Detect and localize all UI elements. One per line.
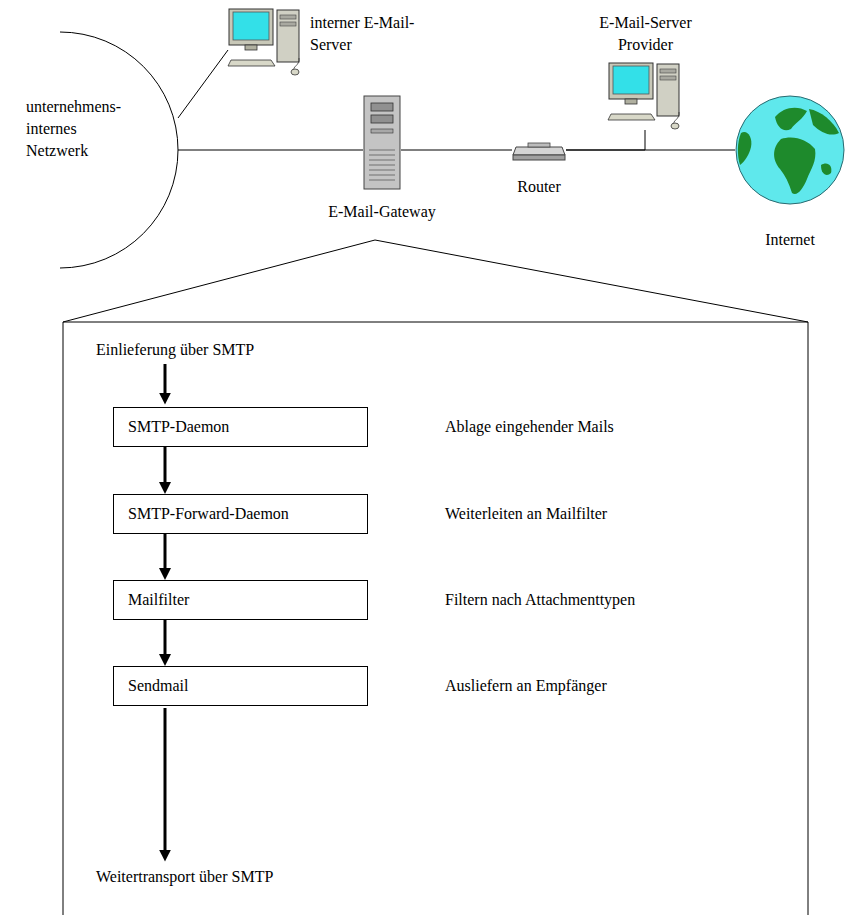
network-link bbox=[178, 150, 363, 151]
drive-bay bbox=[660, 76, 676, 80]
drive-bay bbox=[371, 115, 393, 123]
flow-arrow bbox=[164, 620, 167, 656]
router-device-icon bbox=[512, 141, 566, 161]
step-description: Ausliefern an Empfänger bbox=[445, 675, 607, 697]
node-label: Internet bbox=[765, 229, 815, 251]
node-label: E-Mail-Gateway bbox=[328, 201, 436, 223]
process-box: Sendmail bbox=[113, 666, 368, 706]
mouse bbox=[671, 123, 679, 129]
box-label: Mailfilter bbox=[128, 589, 189, 611]
network-region: unternehmens- internes Netzwerk bbox=[0, 32, 178, 268]
router-top bbox=[513, 147, 565, 155]
vent-line bbox=[369, 175, 395, 176]
keyboard bbox=[608, 114, 655, 120]
flow-arrow bbox=[164, 534, 167, 570]
step-description: Weiterleiten an Mailfilter bbox=[445, 503, 607, 525]
text-holder: Internet bbox=[765, 229, 815, 251]
server-computer: interner E-Mail-Server bbox=[228, 8, 303, 73]
network-link bbox=[178, 50, 228, 118]
internet-globe-icon bbox=[735, 95, 845, 205]
text-holder: interner E-Mail-Server bbox=[310, 12, 422, 56]
monitor-screen bbox=[233, 12, 269, 40]
server-computer-icon bbox=[228, 8, 303, 73]
step-description: Ablage eingehender Mails bbox=[445, 416, 614, 438]
text-holder: Router bbox=[517, 176, 561, 198]
monitor-frame bbox=[229, 9, 273, 45]
zoom-line bbox=[63, 240, 375, 322]
mouse bbox=[291, 69, 299, 75]
continent bbox=[738, 132, 752, 165]
entry-arrow bbox=[164, 364, 167, 395]
pc-tower bbox=[277, 10, 299, 62]
exit-arrow bbox=[164, 708, 167, 852]
continent bbox=[774, 137, 815, 194]
box-label: Sendmail bbox=[128, 675, 188, 697]
drive-bay bbox=[371, 103, 393, 111]
monitor-stand bbox=[625, 99, 637, 104]
detail-frame bbox=[63, 322, 808, 915]
process-box: Mailfilter bbox=[113, 580, 368, 620]
vent-line bbox=[369, 160, 395, 161]
network-link bbox=[566, 130, 645, 150]
process-box: SMTP-Daemon bbox=[113, 407, 368, 447]
router-panel bbox=[528, 143, 550, 147]
text-holder: Mailfilter bbox=[128, 589, 189, 611]
vent-line bbox=[369, 150, 395, 151]
flow-arrow bbox=[164, 447, 167, 484]
text-holder: Sendmail bbox=[128, 675, 188, 697]
gateway-server-icon bbox=[363, 95, 401, 190]
pc-tower bbox=[657, 64, 679, 116]
router-front bbox=[513, 155, 565, 160]
text-holder: unternehmens- internes Netzwerk bbox=[26, 96, 138, 162]
monitor-screen bbox=[613, 66, 649, 94]
monitor-frame bbox=[609, 63, 653, 99]
drive-bay bbox=[280, 22, 296, 26]
output-label: Weitertransport über SMTP bbox=[96, 866, 273, 888]
drive-slot bbox=[371, 129, 393, 133]
drive-bay bbox=[280, 15, 296, 19]
node-label: unternehmens- internes Netzwerk bbox=[26, 96, 138, 162]
continent bbox=[821, 163, 831, 175]
drive-bay bbox=[660, 69, 676, 73]
text-holder: SMTP-Daemon bbox=[128, 416, 229, 438]
monitor-stand bbox=[245, 45, 257, 50]
router-device: Router bbox=[512, 141, 566, 161]
tower-case bbox=[364, 96, 400, 189]
continent bbox=[775, 108, 807, 131]
keyboard bbox=[228, 60, 275, 66]
server-computer: E-Mail-Server Provider bbox=[608, 62, 683, 130]
process-box: SMTP-Forward-Daemon bbox=[113, 494, 368, 534]
zoom-line bbox=[375, 240, 808, 322]
internet-globe: Internet bbox=[735, 95, 845, 205]
continent bbox=[809, 109, 839, 135]
vent-line bbox=[369, 180, 395, 181]
gateway-server: E-Mail-Gateway bbox=[363, 95, 401, 190]
node-label: Router bbox=[517, 176, 561, 198]
box-label: SMTP-Daemon bbox=[128, 416, 229, 438]
vent-line bbox=[369, 170, 395, 171]
network-link bbox=[401, 150, 512, 151]
step-description: Filtern nach Attachmenttypen bbox=[445, 589, 635, 611]
globe-ocean bbox=[736, 96, 844, 204]
text-holder: E-Mail-Server Provider bbox=[586, 12, 706, 56]
node-label: interner E-Mail-Server bbox=[310, 12, 422, 56]
vent-line bbox=[369, 155, 395, 156]
text-holder: E-Mail-Gateway bbox=[328, 201, 436, 223]
input-label: Einlieferung über SMTP bbox=[96, 339, 254, 361]
node-label: E-Mail-Server Provider bbox=[586, 12, 706, 56]
vent-line bbox=[369, 165, 395, 166]
server-computer-icon bbox=[608, 62, 683, 130]
box-label: SMTP-Forward-Daemon bbox=[128, 503, 289, 525]
text-holder: SMTP-Forward-Daemon bbox=[128, 503, 289, 525]
